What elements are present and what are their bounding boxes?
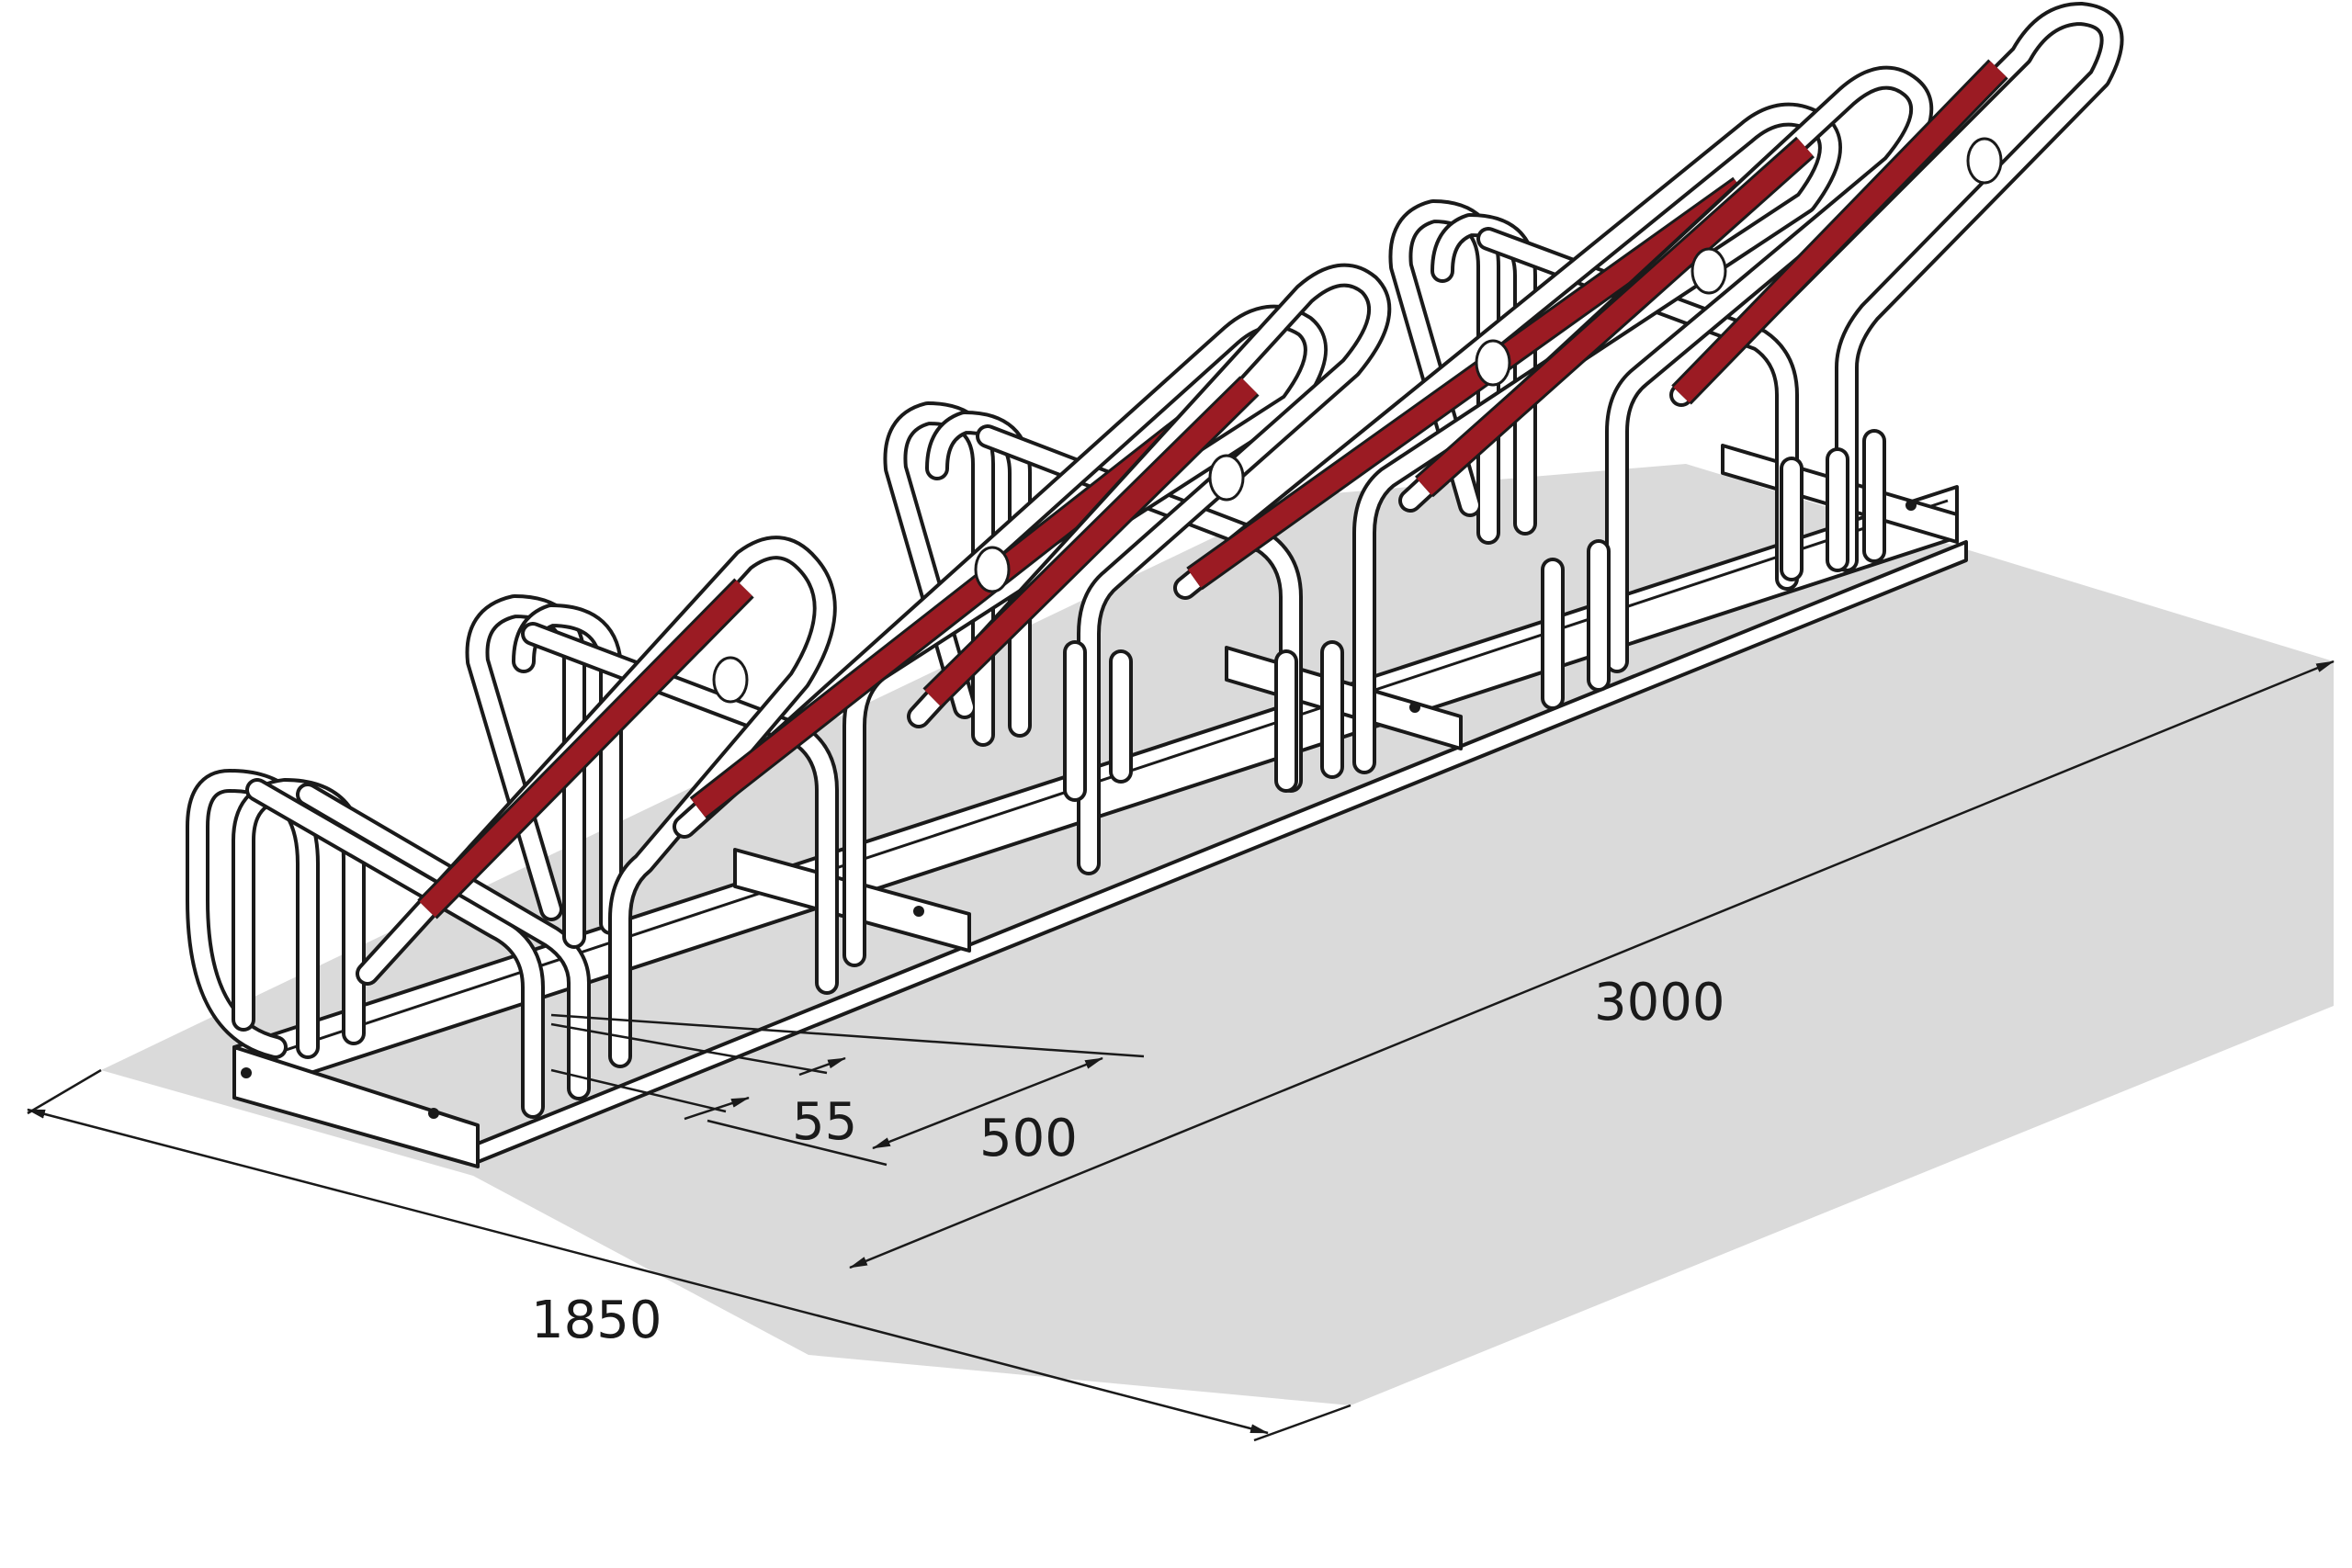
dim-label-3000: 3000 bbox=[1594, 973, 1725, 1032]
ground-shadow bbox=[101, 464, 2334, 1405]
dimension-500: 500 bbox=[550, 1013, 1145, 1168]
dim-label-55: 55 bbox=[792, 1092, 857, 1152]
dimension-55: 55 bbox=[550, 1022, 857, 1152]
dim-label-500: 500 bbox=[979, 1109, 1078, 1168]
rack-hoops bbox=[186, 199, 1799, 1119]
dimension-1850: 1850 bbox=[27, 1068, 1351, 1442]
tall-bars bbox=[356, 2, 2124, 1068]
dim-label-1850: 1850 bbox=[531, 1291, 662, 1350]
